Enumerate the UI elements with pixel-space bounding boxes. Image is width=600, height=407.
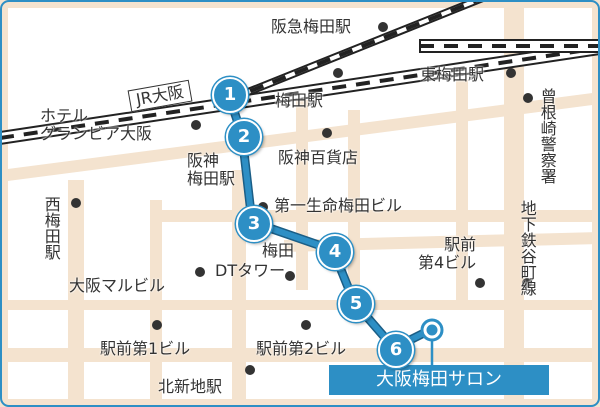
- label-ekimae1: 駅前第1ビル: [100, 339, 191, 358]
- road: [0, 0, 8, 407]
- label-sonezaki-police: 曾根崎警察署: [537, 88, 557, 184]
- railway: [0, 0, 600, 146]
- road: [232, 170, 246, 407]
- road: [592, 0, 600, 407]
- label-ekimae4: 駅前 第4ビル: [418, 235, 477, 272]
- road: [0, 399, 600, 407]
- dot-umeda: [285, 271, 295, 281]
- route-step-4: 4: [317, 234, 353, 270]
- dot-higashi-umeda: [506, 68, 516, 78]
- label-tanimachi: 地下鉄谷町線: [517, 200, 537, 296]
- jr-track: [0, 40, 600, 146]
- label-hotel-granvia: ホテル グランビア大阪: [40, 106, 153, 143]
- hankyu-track-dash: [227, 0, 479, 102]
- road: [456, 80, 468, 307]
- label-higashi-umeda: 東梅田駅: [420, 65, 485, 84]
- road: [0, 0, 600, 8]
- label-sonezaki-police-text: 曾根崎警察署: [537, 88, 557, 184]
- road: [150, 200, 162, 407]
- route-step-6: 6: [378, 332, 414, 368]
- salon-pin: [426, 324, 438, 336]
- dot-osaka-maru: [195, 267, 205, 277]
- label-kitashinchi: 北新地駅: [158, 377, 223, 396]
- road: [296, 100, 308, 290]
- dot-tanimachi: [522, 278, 532, 288]
- route-step-1: 1: [212, 77, 248, 113]
- label-nishi-umeda: 西梅田駅: [41, 196, 61, 260]
- dot-nishi-umeda: [71, 198, 81, 208]
- road: [0, 92, 600, 182]
- route-step-2: 2: [226, 119, 262, 155]
- dot-sonezaki-police: [523, 93, 533, 103]
- road: [284, 232, 600, 252]
- dot-ekimae2: [301, 320, 311, 330]
- dot-hotel-granvia: [191, 120, 201, 130]
- dot-ekimae1: [152, 320, 162, 330]
- route-step-3: 3: [236, 206, 272, 242]
- jr-track-dash: [0, 46, 600, 140]
- salon-label: 大阪梅田サロン: [329, 365, 549, 395]
- label-hanshin-dept: 阪神百貨店: [278, 148, 359, 167]
- label-daiichi-seimei: 第一生命梅田ビル: [274, 196, 403, 215]
- label-umeda: 梅田: [262, 241, 295, 260]
- route-step-5: 5: [338, 286, 374, 322]
- label-umeda-station: 梅田駅: [275, 91, 324, 110]
- dot-hanshin-dept: [322, 128, 332, 138]
- label-ekimae2: 駅前第2ビル: [256, 339, 347, 358]
- label-dt-tower: DTタワー: [215, 261, 286, 280]
- dot-umeda-station: [333, 68, 343, 78]
- label-osaka-maru: 大阪マルビル: [69, 276, 166, 295]
- dot-kitashinchi: [245, 365, 255, 375]
- dot-hankyu-umeda: [378, 22, 388, 32]
- dot-ekimae4: [475, 278, 485, 288]
- label-hankyu-umeda: 阪急梅田駅: [271, 17, 352, 36]
- landmark-dots: [71, 22, 533, 375]
- label-hanshin-umeda: 阪神 梅田駅: [187, 151, 236, 188]
- road: [0, 300, 600, 310]
- salon-marker: [420, 318, 444, 366]
